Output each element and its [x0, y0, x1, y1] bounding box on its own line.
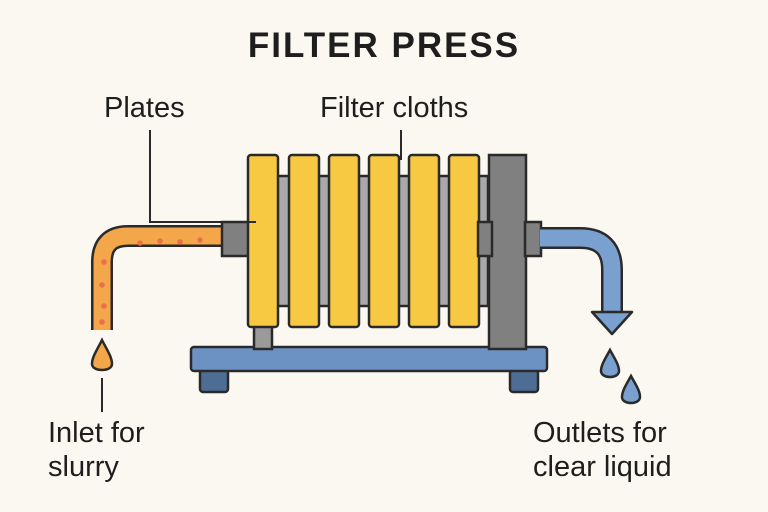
base-rail — [189, 345, 549, 373]
outlet-connector-inner — [476, 220, 494, 258]
inlet-connector — [220, 220, 252, 258]
outlet-connector — [523, 220, 543, 258]
plate — [367, 153, 401, 329]
support-leg — [252, 323, 274, 351]
filter-cloths-label: Filter cloths — [320, 92, 469, 124]
outlet-label: Outlets for clear liquid — [533, 416, 672, 484]
liquid-drop — [620, 373, 642, 405]
diagram-title: FILTER PRESS — [247, 26, 521, 65]
base-foot-left — [198, 368, 230, 394]
plate — [287, 153, 321, 329]
plate — [447, 153, 481, 329]
inlet-label-line2: slurry — [48, 451, 119, 483]
slurry-dots — [99, 237, 203, 325]
plate — [246, 153, 280, 329]
plates-stack — [246, 153, 481, 329]
inlet-label-line1: Inlet for — [48, 417, 145, 449]
outlet-pipe — [540, 227, 634, 336]
slurry-drop — [90, 337, 114, 372]
outlet-label-line2: clear liquid — [533, 451, 672, 483]
end-frame — [487, 153, 528, 351]
outlet-label-line1: Outlets for — [533, 417, 667, 449]
plates-leader — [149, 130, 256, 223]
inlet-label: Inlet for slurry — [48, 416, 145, 484]
inlet-pipe — [91, 225, 224, 330]
plates-label: Plates — [104, 92, 185, 124]
plate — [407, 153, 441, 329]
leader-lines — [101, 130, 402, 412]
base — [189, 345, 549, 394]
liquid-drop — [599, 347, 621, 379]
base-foot-right — [508, 368, 540, 394]
outlet-arrow-head — [590, 310, 634, 336]
plate — [327, 153, 361, 329]
